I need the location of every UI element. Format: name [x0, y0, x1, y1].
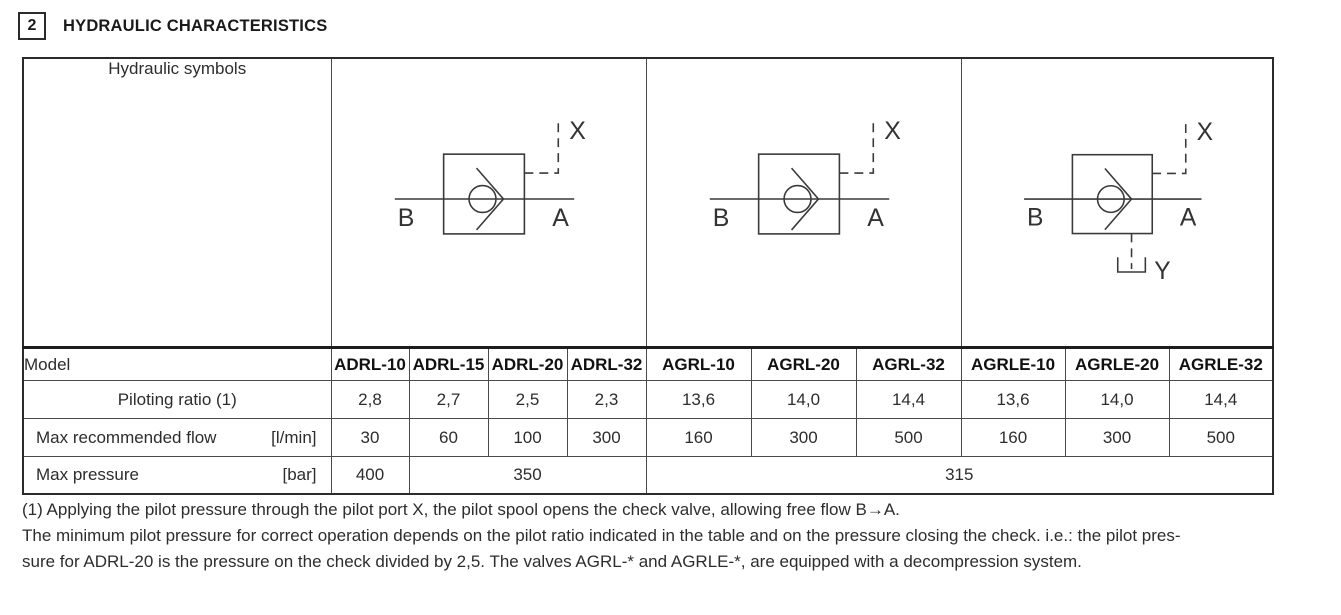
max-flow-label-cell: Max recommended flow [l/min]	[22, 418, 332, 457]
piloting-ratio-value: 14,4	[1168, 380, 1274, 419]
check-valve-symbol-agrl: B A X	[709, 117, 901, 235]
footnote-line-3: sure for ADRL-20 is the pressure on the …	[22, 552, 1082, 571]
piloting-ratio-row: Piloting ratio (1) 2,8 2,7 2,5 2,3 13,6 …	[22, 380, 1274, 419]
max-flow-value: 500	[855, 418, 962, 457]
model-agrl-32: AGRL-32	[855, 346, 962, 381]
max-pressure-value-agrl-agrle: 315	[645, 456, 1274, 494]
max-flow-value: 160	[645, 418, 752, 457]
piloting-ratio-value: 13,6	[960, 380, 1066, 419]
port-label-b: B	[397, 204, 414, 232]
symbol-cell-agrle: B A X Y	[960, 57, 1274, 348]
max-flow-value: 160	[960, 418, 1066, 457]
port-label-a: A	[552, 204, 569, 232]
max-pressure-value-adrl10: 400	[330, 456, 410, 494]
pilot-line-x	[1151, 120, 1187, 175]
symbol-cell-agrl: B A X	[645, 57, 962, 348]
model-adrl-15: ADRL-15	[408, 346, 489, 381]
piloting-ratio-value: 2,7	[408, 380, 489, 419]
max-flow-value: 300	[566, 418, 647, 457]
check-valve-seat	[1103, 167, 1133, 231]
piloting-ratio-value: 14,0	[1064, 380, 1170, 419]
symbol-cell-adrl: B A X	[330, 57, 647, 348]
port-label-a: A	[1179, 205, 1196, 232]
check-valve-ball	[1096, 184, 1125, 214]
max-pressure-label-cell: Max pressure [bar]	[22, 456, 332, 494]
max-pressure-value-adrl: 350	[408, 456, 647, 494]
port-label-b: B	[712, 204, 729, 232]
max-flow-value: 30	[330, 418, 410, 457]
port-label-x: X	[884, 117, 901, 145]
max-flow-label: Max recommended flow	[36, 427, 217, 447]
model-adrl-10: ADRL-10	[330, 346, 410, 381]
port-label-x: X	[569, 117, 586, 145]
max-flow-value: 300	[1064, 418, 1170, 457]
check-valve-seat	[790, 167, 820, 231]
check-valve-symbol-adrl: B A X	[394, 117, 586, 235]
max-pressure-unit: [bar]	[282, 464, 317, 484]
section-title: HYDRAULIC CHARACTERISTICS	[63, 16, 328, 35]
check-valve-seat	[475, 167, 505, 231]
model-adrl-20: ADRL-20	[487, 346, 568, 381]
port-label-x: X	[1196, 119, 1212, 146]
model-agrle-10: AGRLE-10	[960, 346, 1066, 381]
pilot-line-x	[523, 119, 559, 174]
symbols-row: Hydraulic symbols B A X	[22, 57, 1274, 348]
piloting-ratio-label: Piloting ratio (1)	[22, 380, 332, 419]
max-flow-value: 100	[487, 418, 568, 457]
max-flow-value: 300	[750, 418, 857, 457]
max-flow-value: 500	[1168, 418, 1274, 457]
section-number: 2	[27, 17, 37, 34]
piloting-ratio-value: 13,6	[645, 380, 752, 419]
model-header-row: Model ADRL-10 ADRL-15 ADRL-20 ADRL-32 AG…	[22, 346, 1274, 381]
section-header: 2 HYDRAULIC CHARACTERISTICS	[18, 12, 327, 40]
pilot-line-x	[838, 119, 874, 174]
check-valve-symbol-agrle: B A X Y	[1023, 119, 1213, 285]
footnote: (1) Applying the pilot pressure through …	[22, 497, 1338, 575]
piloting-ratio-value: 2,3	[566, 380, 647, 419]
piloting-ratio-value: 2,5	[487, 380, 568, 419]
footnote-line-2: The minimum pilot pressure for correct o…	[22, 526, 1181, 545]
hydraulic-symbols-label: Hydraulic symbols	[22, 57, 332, 348]
check-valve-ball	[782, 184, 812, 214]
model-agrle-20: AGRLE-20	[1064, 346, 1170, 381]
piloting-ratio-value: 14,4	[855, 380, 962, 419]
hydraulic-characteristics-table: Hydraulic symbols B A X	[22, 57, 1275, 495]
piloting-ratio-value: 2,8	[330, 380, 410, 419]
port-label-y: Y	[1154, 258, 1170, 285]
footnote-line-1: (1) Applying the pilot pressure through …	[22, 500, 900, 519]
max-flow-value: 60	[408, 418, 489, 457]
max-pressure-label: Max pressure	[36, 464, 139, 484]
model-agrle-32: AGRLE-32	[1168, 346, 1274, 381]
model-row-label: Model	[22, 346, 332, 381]
max-pressure-row: Max pressure [bar] 400 350 315	[22, 456, 1274, 494]
max-flow-row: Max recommended flow [l/min] 30 60 100 3…	[22, 418, 1274, 457]
tank-symbol	[1116, 257, 1146, 273]
valve-body-box	[1071, 153, 1153, 235]
valve-body-box	[442, 153, 525, 235]
model-agrl-20: AGRL-20	[750, 346, 857, 381]
check-valve-ball	[467, 184, 497, 214]
max-flow-unit: [l/min]	[271, 427, 317, 447]
section-number-box: 2	[18, 12, 46, 40]
model-adrl-32: ADRL-32	[566, 346, 647, 381]
port-label-b: B	[1027, 205, 1043, 232]
valve-body-box	[757, 153, 840, 235]
piloting-ratio-value: 14,0	[750, 380, 857, 419]
model-agrl-10: AGRL-10	[645, 346, 752, 381]
port-label-a: A	[867, 204, 884, 232]
